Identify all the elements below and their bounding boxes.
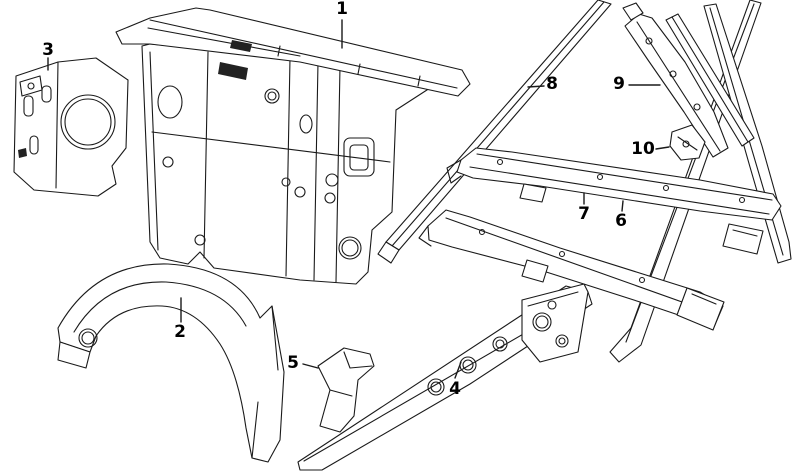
leader-line-10 (655, 146, 670, 150)
callout-7: 7 (578, 204, 590, 224)
lower-cowl-strip (418, 209, 725, 331)
callout-1: 1 (336, 0, 348, 19)
callout-10: 10 (631, 139, 655, 159)
roof-frame-side-rail (622, 2, 729, 158)
firewall-panel (141, 43, 431, 285)
side-member (297, 283, 593, 471)
leader-line-6 (621, 200, 624, 212)
wheel-arch-panel (57, 263, 285, 463)
callout-3: 3 (42, 40, 54, 60)
crossmember (446, 147, 782, 221)
support-bracket (13, 57, 129, 197)
a-pillar-strip (377, 0, 612, 264)
callout-8: 8 (546, 74, 558, 94)
windshield-frame-rail (665, 13, 755, 147)
leader-lines (47, 19, 670, 379)
callout-2: 2 (174, 322, 186, 342)
cowl-top-strip (115, 7, 471, 97)
leader-line-4 (454, 361, 462, 379)
rail-bracket (669, 124, 706, 161)
callout-5: 5 (287, 353, 299, 373)
leader-line-5 (302, 363, 319, 369)
connector-bracket (317, 347, 375, 433)
leader-line-8 (527, 85, 545, 88)
callout-4: 4 (449, 379, 461, 399)
callout-6: 6 (615, 211, 627, 231)
callout-9: 9 (613, 74, 625, 94)
